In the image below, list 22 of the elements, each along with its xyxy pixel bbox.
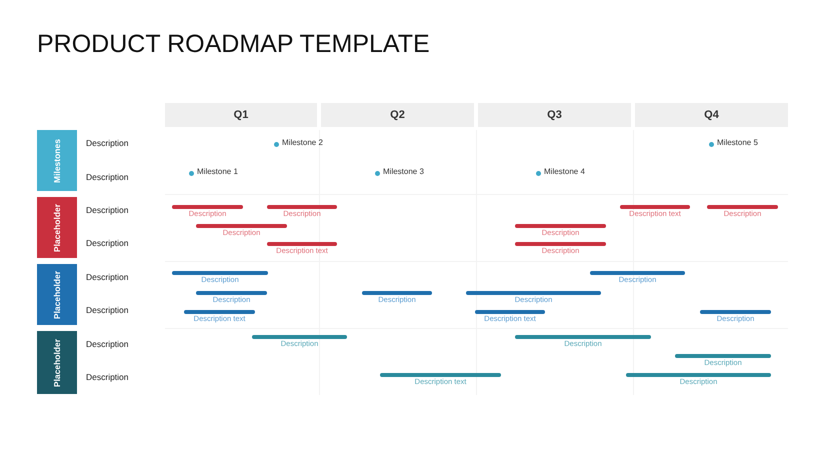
milestone-label: Milestone 3 xyxy=(383,167,424,176)
row-label: Description xyxy=(86,305,129,315)
row-label: Description xyxy=(86,172,129,182)
row-label: Description xyxy=(86,238,129,248)
quarter-header: Q2 xyxy=(321,103,474,127)
milestone-label: Milestone 1 xyxy=(197,167,238,176)
group-band: Placeholder xyxy=(37,331,77,394)
group-band: Placeholder xyxy=(37,197,77,258)
group-band: Milestones xyxy=(37,130,77,191)
group-band: Placeholder xyxy=(37,264,77,325)
row-label: Description xyxy=(86,372,129,382)
milestone-label: Milestone 2 xyxy=(282,138,323,147)
row-label: Description xyxy=(86,138,129,148)
quarter-header: Q3 xyxy=(478,103,631,127)
milestone-label: Milestone 4 xyxy=(544,167,585,176)
title: PRODUCT ROADMAP TEMPLATE xyxy=(37,30,431,60)
quarter-header: Q1 xyxy=(165,103,317,127)
row-label: Description xyxy=(86,339,129,349)
quarter-header: Q4 xyxy=(635,103,788,127)
row-label: Description xyxy=(86,205,129,215)
row-label: Description xyxy=(86,272,129,282)
milestone-label: Milestone 5 xyxy=(717,138,758,147)
